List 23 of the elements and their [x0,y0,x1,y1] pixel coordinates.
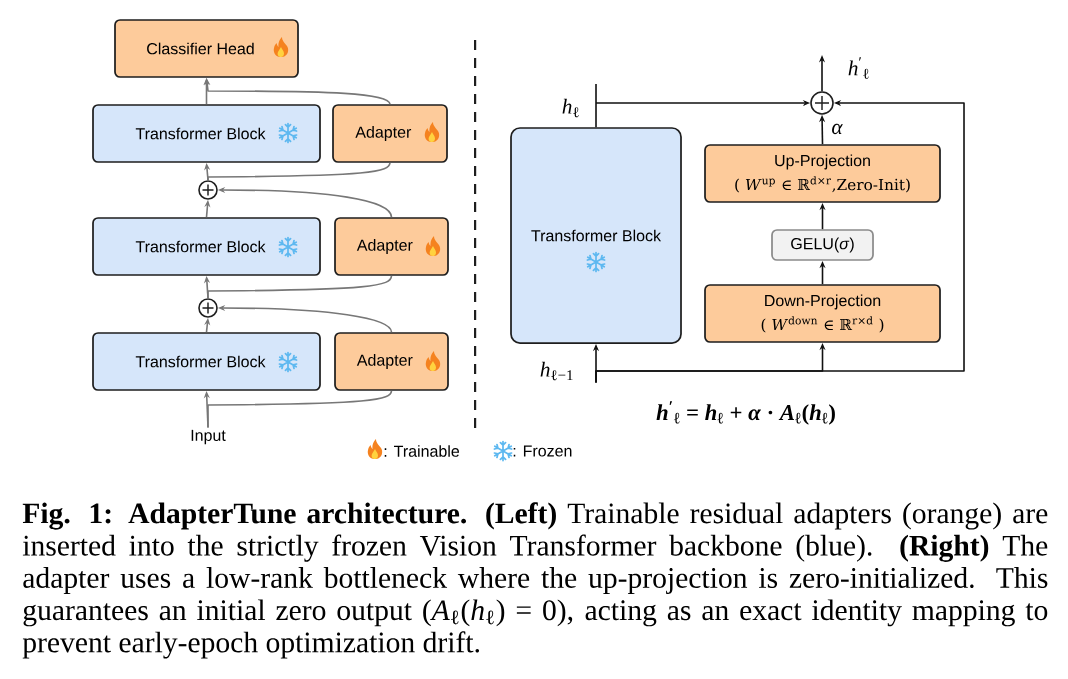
formula: h$^{′}$$_{ℓ}$ = h$_{ℓ}$ + α · A$_{ℓ}$(h$_{ℓ}$) [656,401,835,425]
process-box: Adapter [334,332,449,391]
process-box: Transformer Block [92,217,321,276]
process-box: Transformer Block [92,332,321,391]
process-box: Transformer Block [92,104,321,163]
process-box: Up-Projection ( W$^{up}$ ∈ ℝ$^{d×r}$,Zero-Init) [704,144,941,203]
sum-circle [198,298,218,318]
text-label: Input [191,429,226,445]
caption: Fig. 1: AdapterTune architecture. (Left) Trainable residual adapters (orange) are inserted into the strictly frozen Vision Transformer backbone (blue). (Right) The adapter uses a low-rank bottleneck where the up-projection is zero-initialized. This guarantees an initial zero output (A$_{ℓ}$(h$_{ℓ}$) = 0), acting as an exact identity mapping to prevent early-epoch optimization drift. [22,502,1048,659]
process-box: Down-Projection ( W$^{down}$ ∈ ℝ$^{r×d}$ ) [704,284,941,343]
process-box: Adapter [334,217,449,276]
sum-circle [198,180,218,200]
sum-circle [810,91,834,115]
process-box: Classifier Head [114,19,299,78]
process-box: Transformer Block [510,127,682,344]
legend-text: : Trainable [384,445,460,457]
math-label: h$_{ℓ−1}$ [540,361,573,381]
edge-label: α [830,122,844,136]
edge-label: h$^{′}$ℓ [846,55,872,81]
process-box: GELU(σ) [771,229,874,261]
process-box: Adapter [332,104,448,163]
legend-text: : Frozen [513,445,572,457]
edge-label: h$_{ℓ}$ [560,97,582,119]
